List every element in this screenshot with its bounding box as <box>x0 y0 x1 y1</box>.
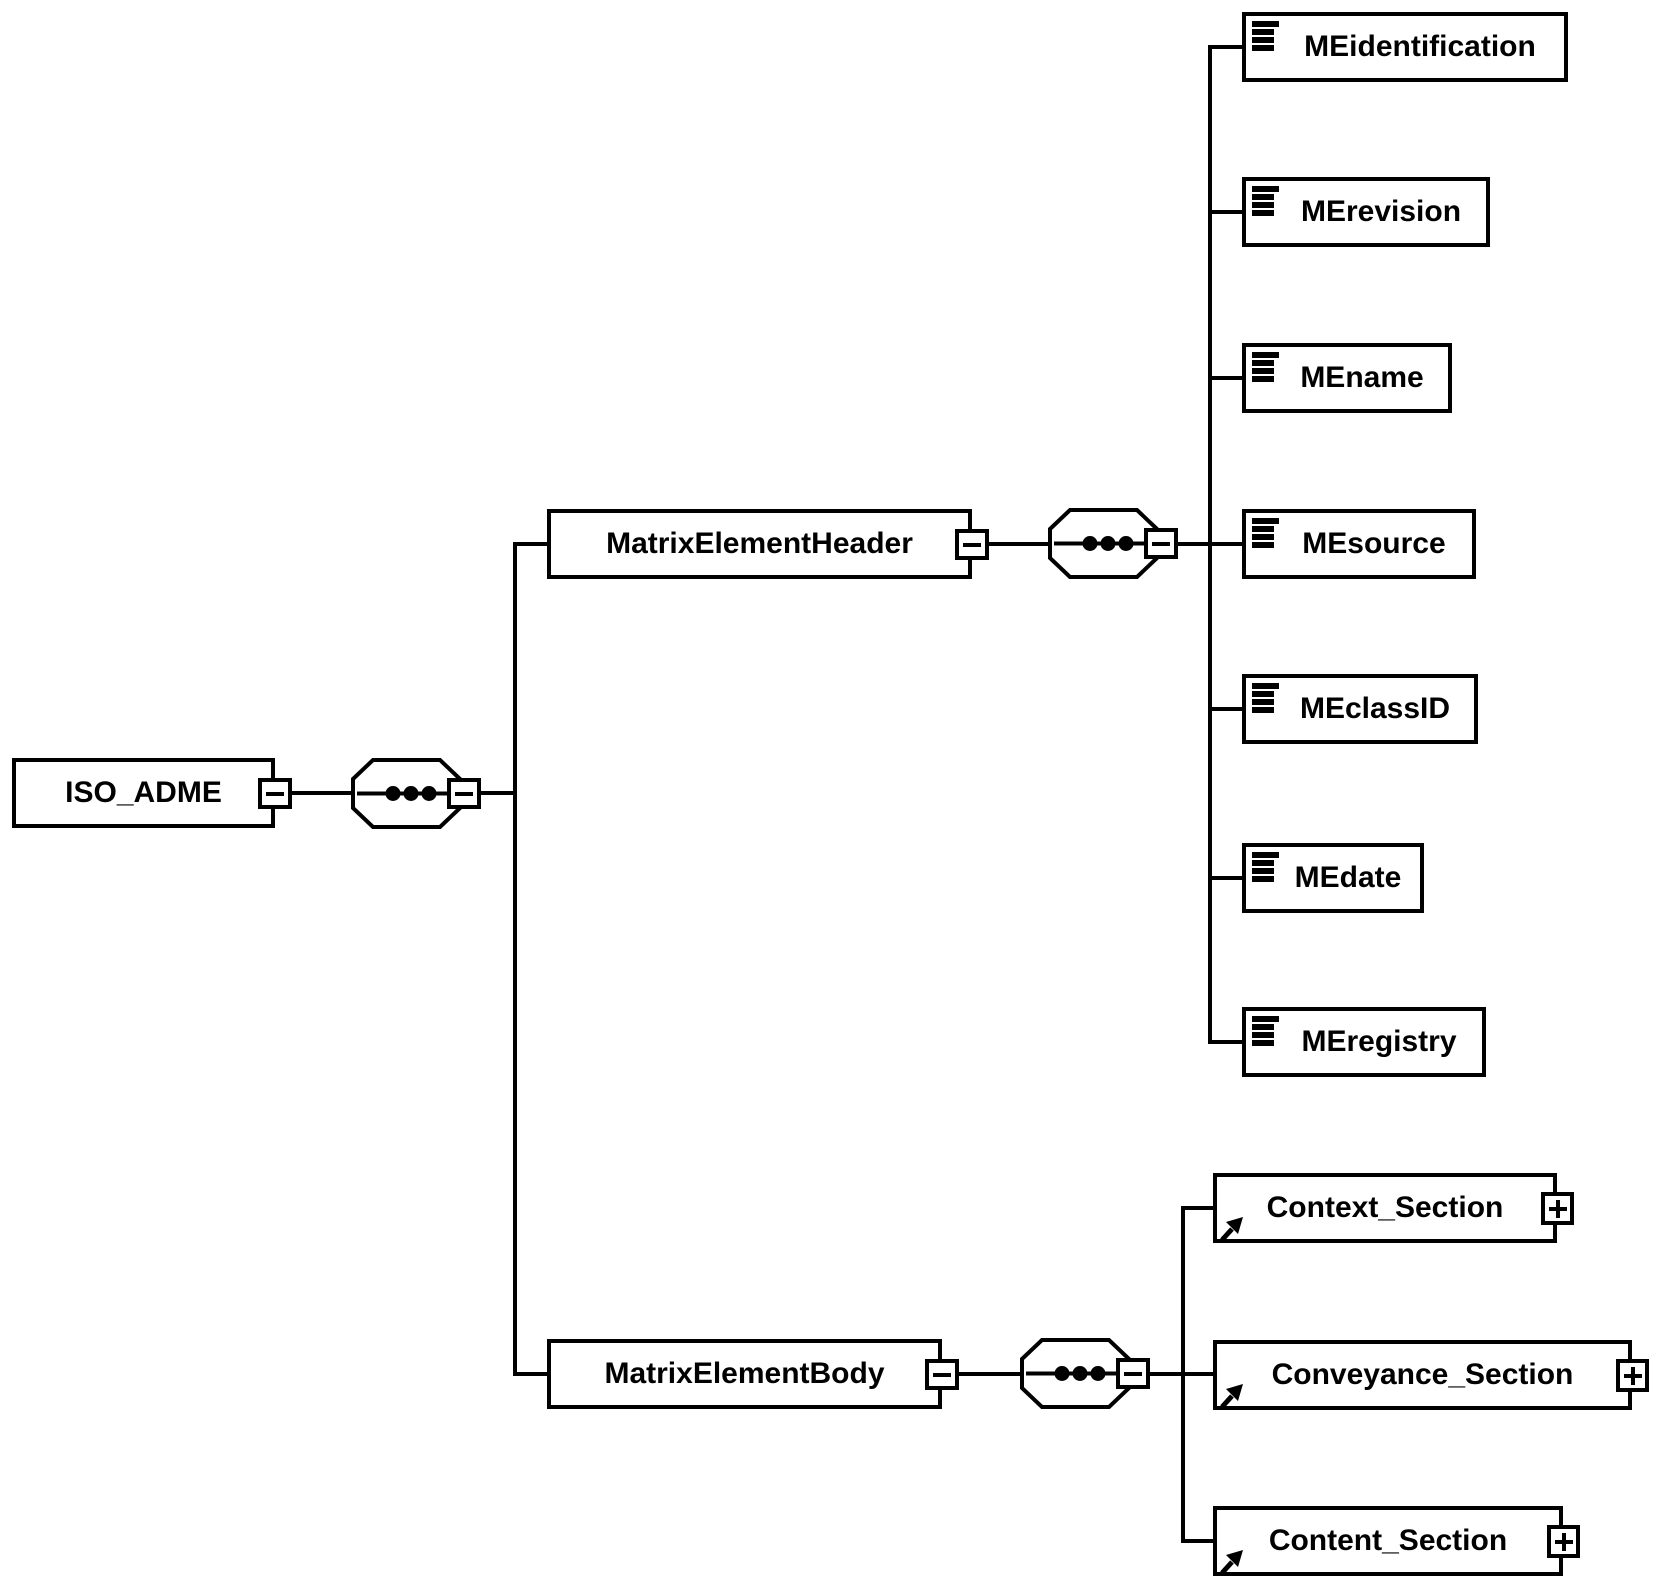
text-lines-icon <box>1252 21 1280 51</box>
node-label: MEclassID <box>1299 692 1451 725</box>
connector-line <box>1181 1206 1213 1210</box>
connector-line <box>1208 1040 1242 1044</box>
connector-trunk <box>1208 45 1212 1044</box>
connector-trunk <box>513 542 517 1376</box>
minus-icon <box>1152 541 1170 546</box>
sequence-compositor-icon[interactable] <box>351 758 462 829</box>
connector-line <box>958 1372 1022 1376</box>
connector-line <box>1208 376 1242 380</box>
node-conveyance-section[interactable]: Conveyance_Section <box>1213 1340 1632 1410</box>
ne-arrow-icon <box>1220 1217 1243 1242</box>
text-lines-icon <box>1252 352 1280 382</box>
ne-arrow-icon <box>1220 1384 1243 1409</box>
node-label: MEregistry <box>1301 1025 1457 1058</box>
connector-line <box>1208 210 1242 214</box>
node-label: Conveyance_Section <box>1271 1358 1574 1391</box>
minus-icon <box>266 791 284 796</box>
collapse-toggle[interactable] <box>1116 1358 1150 1389</box>
node-label: MEname <box>1300 361 1424 394</box>
node-me-registry[interactable]: MEregistry <box>1242 1007 1486 1077</box>
text-lines-icon <box>1252 186 1280 216</box>
node-label: MatrixElementHeader <box>606 527 913 560</box>
node-label: MEidentification <box>1304 30 1536 63</box>
connector-line <box>515 1372 547 1376</box>
node-context-section[interactable]: Context_Section <box>1213 1173 1557 1243</box>
collapse-toggle[interactable] <box>447 778 481 809</box>
minus-icon <box>1124 1371 1142 1376</box>
minus-icon <box>933 1372 951 1377</box>
node-iso-adme[interactable]: ISO_ADME <box>12 758 275 828</box>
collapse-toggle[interactable] <box>1144 528 1178 559</box>
node-me-identification[interactable]: MEidentification <box>1242 12 1568 82</box>
sequence-compositor-icon[interactable] <box>1020 1338 1131 1409</box>
connector-line <box>515 542 547 546</box>
connector-line <box>1208 707 1242 711</box>
node-matrix-element-header[interactable]: MatrixElementHeader <box>547 509 972 579</box>
connector-line <box>290 791 353 795</box>
text-lines-icon <box>1252 852 1280 882</box>
node-label: MEdate <box>1294 861 1402 894</box>
node-me-date[interactable]: MEdate <box>1242 843 1424 913</box>
node-label: Context_Section <box>1266 1191 1504 1224</box>
connector-line <box>1181 1539 1213 1543</box>
connector-line <box>1208 45 1242 49</box>
connector-line <box>1208 876 1242 880</box>
node-matrix-element-body[interactable]: MatrixElementBody <box>547 1339 942 1409</box>
ne-arrow-icon <box>1220 1550 1243 1575</box>
connector-line <box>987 542 1050 546</box>
text-lines-icon <box>1252 683 1280 713</box>
collapse-toggle[interactable] <box>955 529 989 560</box>
text-lines-icon <box>1252 1016 1280 1046</box>
expand-toggle[interactable] <box>1616 1359 1649 1392</box>
sequence-compositor-icon[interactable] <box>1048 508 1159 579</box>
node-label: Content_Section <box>1268 1524 1508 1557</box>
collapse-toggle[interactable] <box>258 778 292 809</box>
node-me-source[interactable]: MEsource <box>1242 509 1476 579</box>
expand-toggle[interactable] <box>1541 1192 1574 1225</box>
minus-icon <box>963 542 981 547</box>
minus-icon <box>455 791 473 796</box>
expand-toggle[interactable] <box>1547 1525 1580 1558</box>
node-content-section[interactable]: Content_Section <box>1213 1506 1563 1576</box>
node-label: MatrixElementBody <box>604 1357 885 1390</box>
connector-trunk <box>1181 1206 1185 1543</box>
collapse-toggle[interactable] <box>925 1359 959 1390</box>
text-lines-icon <box>1252 518 1280 548</box>
node-label: ISO_ADME <box>65 776 222 809</box>
node-me-classid[interactable]: MEclassID <box>1242 674 1478 744</box>
node-me-name[interactable]: MEname <box>1242 343 1452 413</box>
node-label: MEsource <box>1302 527 1446 560</box>
node-me-revision[interactable]: MErevision <box>1242 177 1490 247</box>
connector-line <box>481 791 515 795</box>
node-label: MErevision <box>1300 195 1462 228</box>
